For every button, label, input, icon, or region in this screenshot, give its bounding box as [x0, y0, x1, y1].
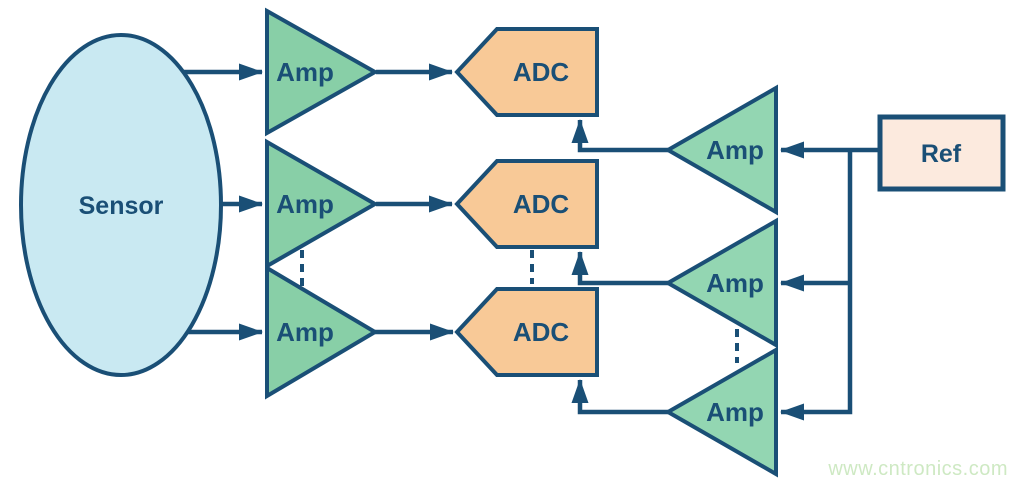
amp-right-3-triangle — [663, 346, 778, 478]
sensor-ellipse — [19, 33, 223, 377]
adc-2: ADC — [454, 159, 599, 249]
amp-right-3-label: Amp — [706, 397, 764, 427]
ref-rect — [877, 114, 1006, 192]
arrow-refamp1-to-adc1 — [571, 119, 668, 153]
ref-node: Ref — [877, 114, 1006, 192]
amp-left-1-triangle — [265, 7, 380, 137]
amp-left-3: Amp — [265, 264, 379, 400]
ref-label: Ref — [921, 140, 962, 168]
watermark: www.cntronics.com — [827, 458, 1008, 480]
adc-2-pentagon — [454, 159, 599, 249]
adc-2-label: ADC — [513, 189, 570, 219]
amp-left-3-triangle — [265, 264, 379, 400]
adc-3-pentagon — [454, 287, 599, 377]
amp-left-2-label: Amp — [276, 189, 334, 219]
amp-left-3-label: Amp — [276, 317, 334, 347]
arrow-refamp2-to-adc2 — [571, 251, 668, 286]
sensor-node: Sensor — [19, 33, 223, 377]
amp-right-1-label: Amp — [706, 135, 764, 165]
amp-right-1: Amp — [663, 84, 778, 216]
amp-right-2-triangle — [663, 217, 778, 349]
amp-right-3: Amp — [663, 346, 778, 478]
amp-left-2-triangle — [265, 138, 380, 270]
amp-right-1-triangle — [663, 84, 778, 216]
arrow-refamp3-to-adc3 — [571, 379, 668, 415]
adc-3-label: ADC — [513, 317, 570, 347]
sensor-label: Sensor — [79, 192, 164, 220]
adc-1: ADC — [454, 27, 599, 117]
arrow-refbus-to-refamp3 — [780, 150, 853, 421]
adc-1-label: ADC — [513, 57, 570, 87]
amp-left-2: Amp — [265, 138, 380, 270]
amp-left-1: Amp — [265, 7, 380, 137]
adc-3: ADC — [454, 287, 599, 377]
adc-1-pentagon — [454, 27, 599, 117]
amp-left-1-label: Amp — [276, 57, 334, 87]
amp-right-2-label: Amp — [706, 268, 764, 298]
amp-right-2: Amp — [663, 217, 778, 349]
